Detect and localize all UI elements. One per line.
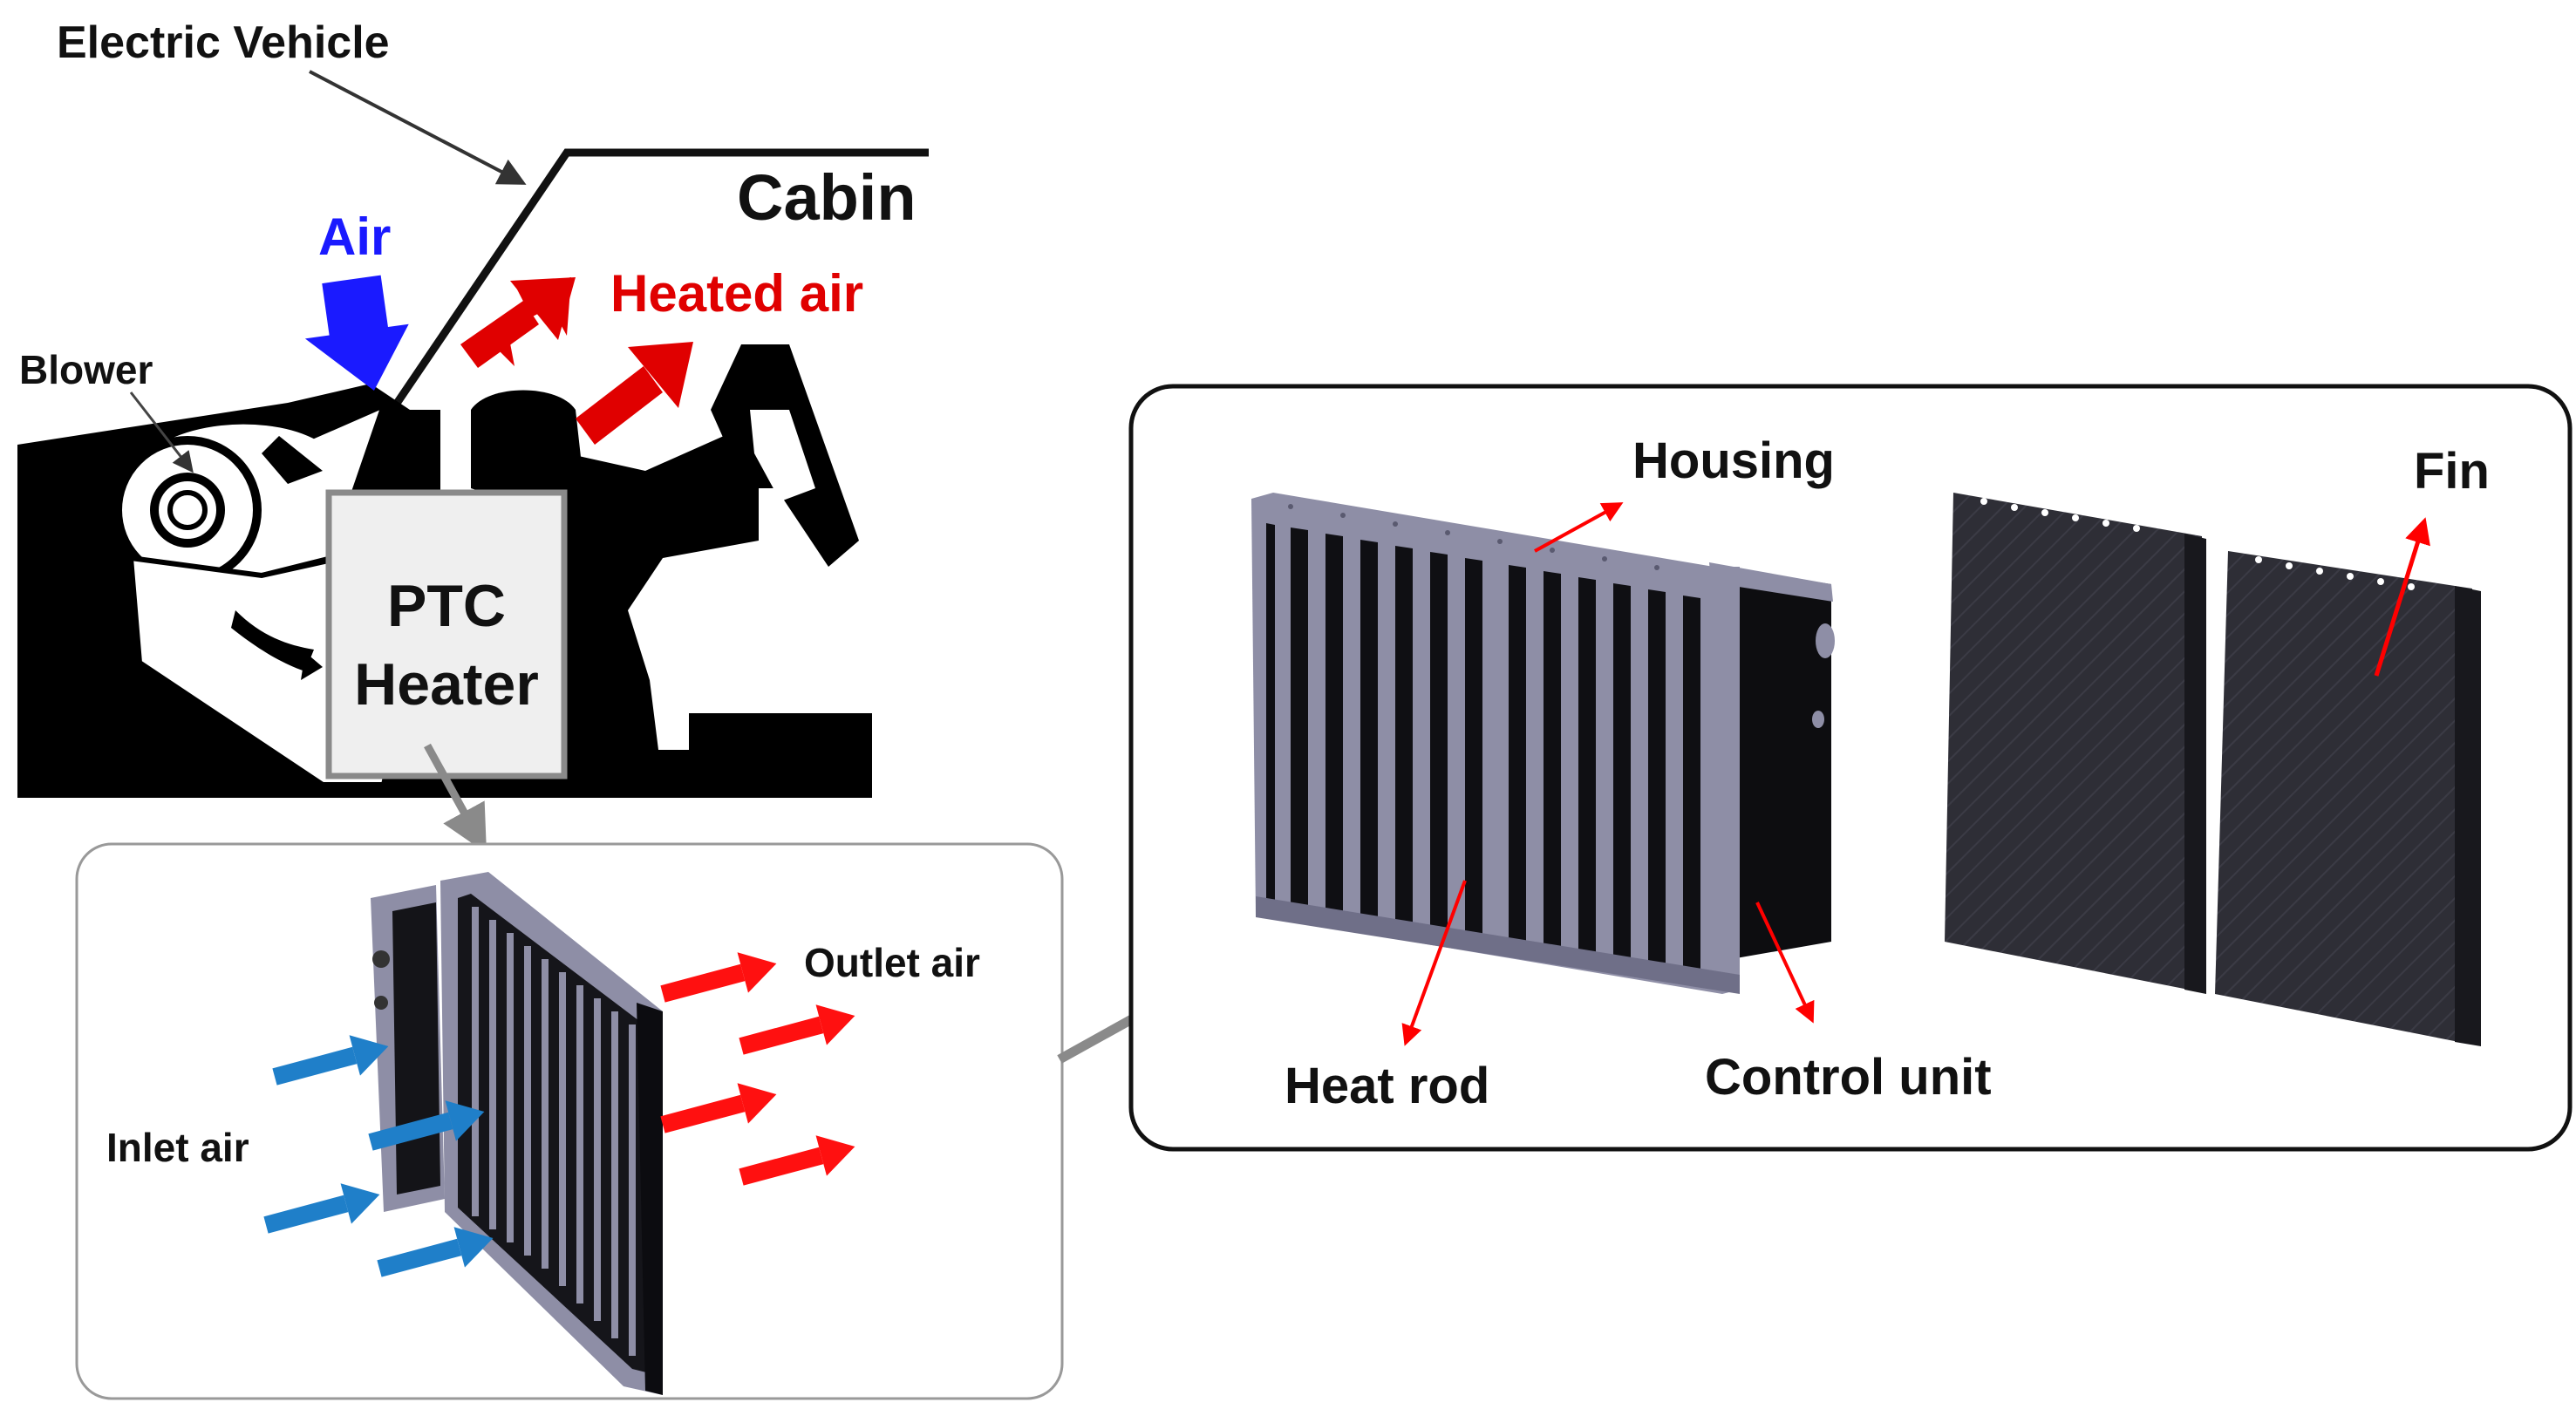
inlet-air-arrows [263, 1035, 494, 1277]
housing-pointer [1534, 502, 1624, 553]
heat-rod-pointer [1401, 880, 1467, 1046]
blower-leader [129, 391, 194, 473]
inlet-arrow [272, 1035, 389, 1086]
inset-heater-core [440, 872, 663, 1395]
control-unit-pointer [1755, 902, 1815, 1024]
ptc-heater-box [325, 489, 568, 779]
fin-pointer [2374, 517, 2430, 677]
air-arrow [304, 275, 409, 391]
fin-right [2215, 551, 2481, 1046]
electric-vehicle-label: Electric Vehicle [57, 17, 390, 68]
heated-air-label: Heated air [610, 264, 863, 323]
ptc-label-line1: PTC [387, 573, 506, 639]
housing-label: Housing [1632, 432, 1835, 489]
inlet-arrow [368, 1100, 485, 1151]
electric-vehicle-leader [309, 70, 527, 185]
intake-grille [312, 389, 368, 411]
outlet-air-arrows [660, 952, 855, 1186]
vehicle-dashboard-illustration: Electric Vehicle Cabin [17, 17, 929, 854]
blower-housing [113, 400, 413, 787]
outlet-arrow [739, 1135, 855, 1186]
inlet-arrow [377, 1227, 494, 1277]
air-label: Air [318, 208, 391, 266]
windshield-line [389, 148, 929, 412]
control-unit-label: Control unit [1705, 1049, 1992, 1106]
ptc-connector-arrow [424, 743, 487, 854]
heat-rod-label: Heat rod [1285, 1058, 1489, 1114]
outlet-arrow [660, 952, 777, 1003]
ptc-label-line2: Heater [354, 651, 539, 718]
inlet-arrow [263, 1183, 380, 1234]
inlet-air-label: Inlet air [106, 1125, 249, 1170]
blower-label: Blower [19, 347, 153, 392]
dashboard-hump [471, 390, 584, 506]
heated-air-arrow-1-body [460, 301, 539, 368]
heated-air-arrow-2-body [576, 366, 663, 445]
steering-wheel [711, 344, 859, 567]
cabin-label: Cabin [737, 161, 917, 234]
airflow-inset-panel: Inlet air Outlet air [75, 842, 1064, 1400]
outlet-air-label: Outlet air [804, 940, 980, 985]
heated-air-arrow-1-head [510, 277, 576, 340]
fin-label: Fin [2414, 443, 2490, 500]
outlet-arrow [660, 1083, 777, 1133]
fin-left [1945, 493, 2206, 994]
housing-assembly [1251, 493, 1835, 994]
components-panel: Housing Fin Heat rod Control unit [1128, 384, 2573, 1152]
outlet-arrow [739, 1004, 855, 1055]
heated-air-arrow-2-head [628, 342, 693, 408]
